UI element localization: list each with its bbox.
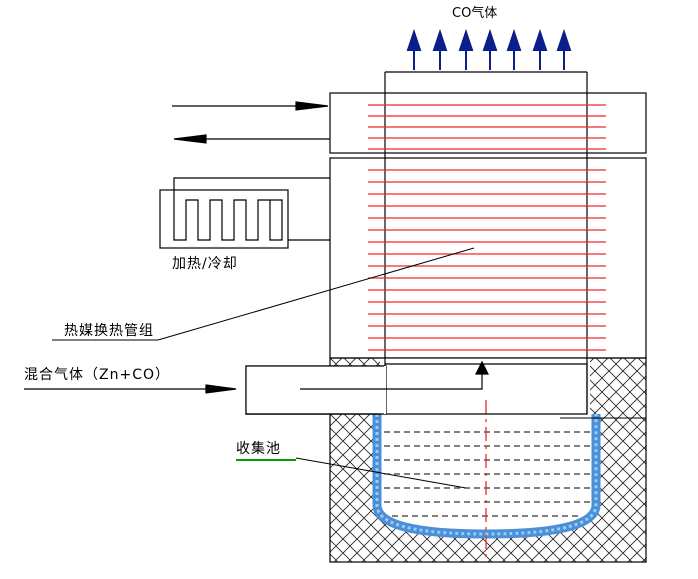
heat-tube-label: 热媒换热管组 — [64, 323, 154, 339]
leader-lines — [52, 247, 646, 489]
pool-label-underline — [236, 459, 296, 461]
coolant-in-arrow — [172, 101, 329, 111]
coolant-out-arrow — [173, 134, 330, 144]
co-gas-label: CO气体 — [452, 6, 498, 21]
heat-cool-coil — [159, 177, 330, 249]
collection-pool-label: 收集池 — [236, 441, 281, 457]
heat-tube-bundle — [368, 104, 606, 351]
collection-pool — [372, 414, 601, 539]
heat-exchanger-shell — [329, 92, 647, 359]
heat-cool-label: 加热/冷却 — [172, 256, 238, 272]
mixed-gas-arrow — [24, 384, 237, 394]
liquid-lines — [384, 431, 590, 517]
co-outflow-arrows — [406, 28, 572, 70]
mixed-gas-label: 混合气体（Zn+CO） — [24, 367, 170, 383]
inlet-pipe — [245, 363, 588, 415]
inlet-flow-arrow — [300, 360, 489, 390]
